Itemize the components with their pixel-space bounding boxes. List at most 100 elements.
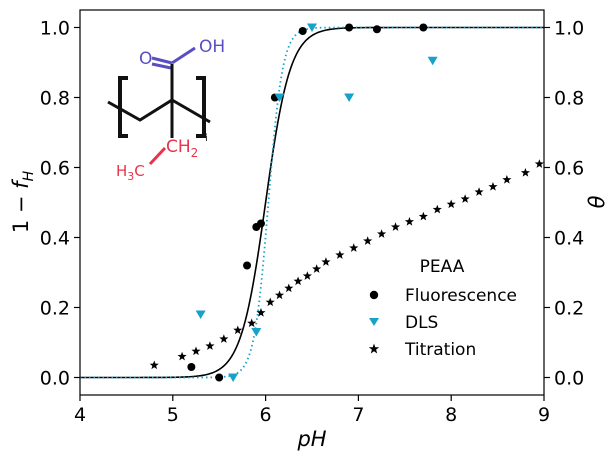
inset-bracket-left (118, 76, 128, 138)
y-right-tick-label: 0.0 (554, 368, 584, 390)
legend-item-titration: Titration (368, 340, 476, 360)
point-titration (404, 216, 415, 226)
point-dls (307, 23, 317, 32)
point-dls (228, 373, 239, 382)
inset-bond (151, 56, 173, 65)
point-titration (302, 271, 312, 280)
x-tick-label: 5 (167, 404, 179, 426)
inset-bracket-right (196, 76, 206, 138)
point-dls (195, 310, 206, 319)
point-titration (390, 222, 401, 231)
inset-bond (171, 46, 196, 65)
x-tick-label: 8 (445, 404, 457, 426)
point-fluorescence (256, 219, 265, 228)
point-fluorescence (298, 27, 307, 35)
point-titration (534, 159, 544, 168)
point-fluorescence (243, 261, 252, 270)
x-tick-label: 7 (352, 404, 364, 426)
inset-o-label: O (139, 49, 152, 69)
point-titration (520, 167, 531, 177)
legend-marker-titration (368, 343, 380, 354)
point-titration (205, 341, 215, 350)
point-titration (460, 194, 470, 203)
y-right-tick-label: 0.4 (554, 228, 584, 250)
legend-title: PEAA (420, 257, 465, 277)
point-titration (233, 325, 243, 335)
point-fluorescence (187, 363, 196, 371)
point-fluorescence (215, 373, 224, 382)
x-tick-label: 9 (538, 404, 550, 426)
y-left-tick-label: 0.8 (40, 88, 70, 110)
inset-ch2-label: CH2 (166, 137, 198, 160)
inset-backbone (107, 98, 211, 124)
x-axis: 4 5 6 7 8 9 (74, 395, 550, 426)
inset-c-text: C (134, 162, 144, 180)
plot-frame (79, 9, 545, 396)
point-titration (293, 276, 303, 286)
plot-area (80, 10, 544, 395)
inset-h3c-sub: 3 (127, 170, 134, 183)
point-titration (377, 229, 387, 238)
y-left-tick-label: 0.2 (40, 298, 70, 320)
point-dls (344, 93, 355, 102)
point-titration (247, 318, 257, 328)
y-left-tick-label: 0.4 (40, 228, 70, 250)
point-titration (446, 199, 456, 209)
point-fluorescence (345, 23, 354, 32)
point-fluorescence (372, 25, 381, 34)
y-left-label-sub: H (21, 170, 37, 181)
point-titration (418, 211, 428, 221)
x-tick-label: 4 (74, 404, 86, 426)
inset-ch-text: CH (166, 137, 191, 157)
structure-inset: OH O CH2 H3C i (107, 37, 225, 183)
y-left-label-main: 1 − (9, 189, 33, 233)
legend: PEAA Fluorescence DLS Titration (368, 257, 517, 360)
point-titration (191, 346, 201, 356)
point-dls (251, 328, 262, 337)
legend-item-fluorescence: Fluorescence (369, 286, 517, 306)
y-right-tick-label: 0.2 (554, 298, 584, 320)
legend-marker-dls (369, 318, 379, 326)
point-fluorescence (419, 23, 428, 32)
point-titration (219, 334, 229, 343)
point-titration (502, 174, 512, 184)
legend-marker-fluorescence (369, 290, 379, 300)
point-titration (312, 264, 322, 273)
point-dls (427, 56, 438, 66)
inset-bond (148, 146, 167, 166)
point-titration (488, 181, 498, 191)
point-titration (432, 204, 442, 214)
point-titration (256, 307, 266, 317)
y-axis-left-label: 1 − fH (9, 170, 37, 233)
y-axis-left: 0.0 0.2 0.4 0.6 0.8 1.0 (40, 18, 80, 390)
data-points (149, 23, 544, 382)
point-titration (149, 360, 159, 370)
legend-item-dls: DLS (369, 313, 438, 333)
point-titration (274, 290, 285, 300)
point-titration (321, 257, 331, 266)
point-dls (274, 93, 285, 102)
legend-label-dls: DLS (405, 313, 438, 333)
inset-h-text: H (116, 162, 127, 180)
point-titration (265, 297, 275, 307)
y-left-tick-label: 0.0 (40, 368, 70, 390)
inset-repeat-index: i (205, 133, 208, 144)
y-left-tick-label: 0.6 (40, 158, 70, 180)
y-right-tick-label: 1.0 (554, 18, 584, 40)
inset-oh-label: OH (199, 37, 225, 57)
x-axis-label: pH (296, 427, 326, 451)
y-left-label-f: f (9, 178, 33, 189)
y-axis-right-label: θ (585, 195, 609, 208)
point-titration (335, 250, 345, 259)
y-axis-right: 0.00.20.40.60.81.0 (544, 18, 584, 390)
y-left-tick-label: 1.0 (40, 18, 70, 40)
y-right-tick-label: 0.8 (554, 88, 584, 110)
x-tick-label: 6 (260, 404, 272, 426)
inset-bond (151, 62, 172, 70)
legend-label-titration: Titration (404, 340, 476, 360)
point-titration (349, 243, 359, 252)
point-titration (177, 351, 187, 361)
point-titration (284, 283, 294, 293)
legend-label-fluorescence: Fluorescence (405, 286, 517, 306)
